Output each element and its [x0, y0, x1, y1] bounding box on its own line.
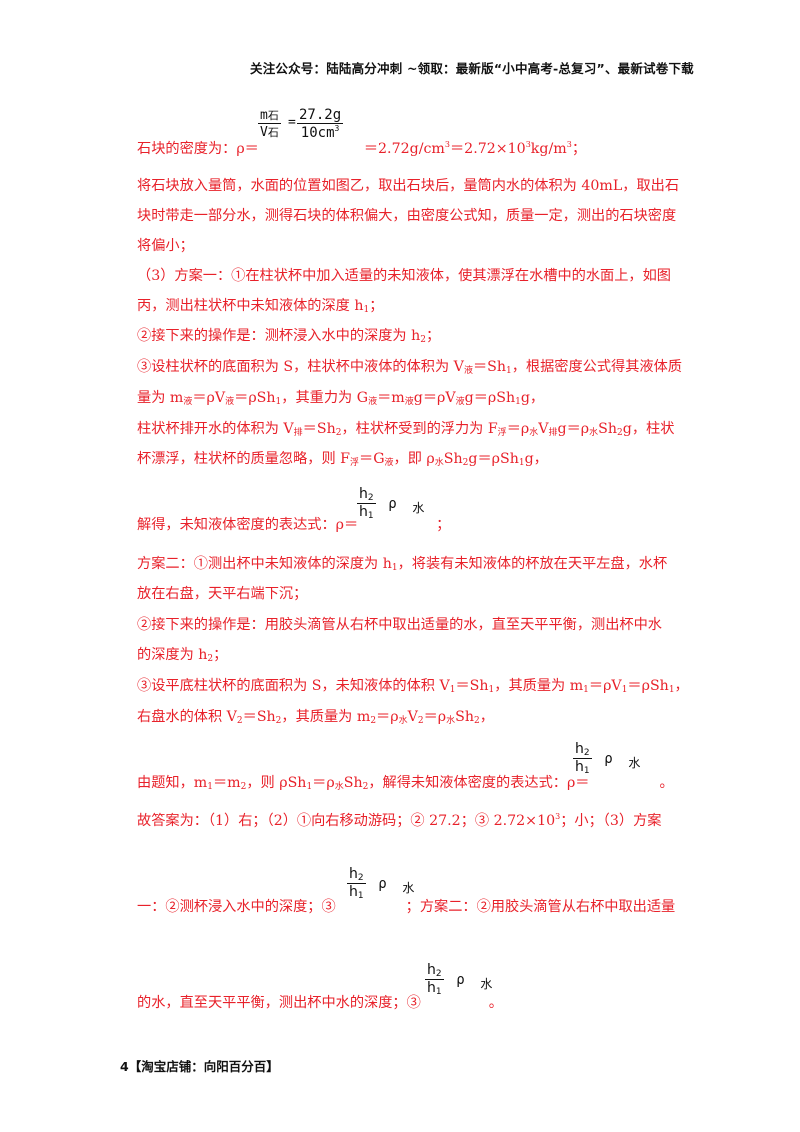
plan1-line-8: 解得，未知液体密度的表达式：ρ＝； [137, 517, 451, 533]
plan2-line-7: 由题知，m1＝m2，则 ρSh1＝ρ水Sh2，解得未知液体密度的表达式：ρ＝。 [137, 775, 674, 792]
plan2-line-5: ③设平底柱状杯的底面积为 S，未知液体的体积 V1＝Sh1，其质量为 m1＝ρV… [137, 678, 689, 695]
density-formula-3: h2 h1 ρ 水 [347, 866, 415, 901]
page-header: 关注公众号：陆陆高分冲刺 ~领取：最新版“小中高考-总复习”、最新试卷下载 [250, 61, 694, 76]
answer-line-1: 故答案为：（1）右；（2）①向右移动游码；② 27.2；③ 2.72×103；小… [137, 812, 662, 829]
density-fraction-1: m石 V石 [258, 108, 281, 140]
plan2-line-1: 方案二：①测出杯中未知液体的深度为 h1，将装有未知液体的杯放在天平左盘，水杯 [137, 556, 668, 573]
plan1-line-5: 量为 m液＝ρV液＝ρSh1，其重力为 G液＝m液g＝ρV液g＝ρSh1g， [137, 390, 545, 407]
answer-line-3: 的水，直至天平平衡，测出杯中水的深度；③。 [137, 995, 503, 1011]
p1-line-1: 将石块放入量筒，水面的位置如图乙，取出石块后，量筒内水的体积为 40mL，取出石 [137, 178, 680, 194]
plan1-line-4: ③设柱状杯的底面积为 S，柱状杯中液体的体积为 V液＝Sh1，根据密度公式得其液… [137, 359, 682, 376]
page-footer: 4【淘宝店铺：向阳百分百】 [120, 1059, 279, 1074]
p1-line-3: 将偏小； [137, 238, 194, 254]
density-line: 石块的密度为：ρ＝＝2.72g/cm3＝2.72×103kg/m3； [137, 140, 587, 157]
plan1-line-1: （3）方案一：①在柱状杯中加入适量的未知液体，使其漂浮在水槽中的水面上，如图 [137, 268, 671, 284]
plan2-line-2: 放在右盘，天平右端下沉； [137, 586, 308, 602]
plan2-line-6: 右盘水的体积 V2＝Sh2，其质量为 m2＝ρ水V2＝ρ水Sh2， [137, 709, 494, 726]
density-fraction-2: 27.2g 10cm3 [297, 107, 344, 141]
plan2-line-4: 的深度为 h2； [137, 647, 228, 664]
density-formula-4: h2 h1 ρ 水 [425, 962, 493, 997]
plan2-line-3: ②接下来的操作是：用胶头滴管从右杯中取出适量的水，直至天平平衡，测出杯中水 [137, 617, 662, 633]
plan1-line-2: 丙，测出柱状杯中未知液体的深度 h1； [137, 298, 384, 315]
answer-line-2: 一：②测杯浸入水中的深度；③；方案二：②用胶头滴管从右杯中取出适量 [137, 899, 676, 915]
plan1-line-3: ②接下来的操作是：测杯浸入水中的深度为 h2； [137, 328, 441, 345]
plan1-line-7: 杯漂浮，柱状杯的质量忽略，则 F浮＝G液，即 ρ水Sh2g＝ρSh1g， [137, 451, 548, 468]
plan1-line-6: 柱状杯排开水的体积为 V排＝Sh2，柱状杯受到的浮力为 F浮＝ρ水V排g＝ρ水S… [137, 421, 675, 438]
p1-line-2: 块时带走一部分水，测得石块的体积偏大，由密度公式知，质量一定，测出的石块密度 [137, 208, 677, 224]
density-formula-1: h2 h1 ρ 水 [357, 486, 425, 521]
density-eq: = [288, 115, 296, 130]
density-formula-2: h2 h1 ρ 水 [573, 741, 641, 776]
